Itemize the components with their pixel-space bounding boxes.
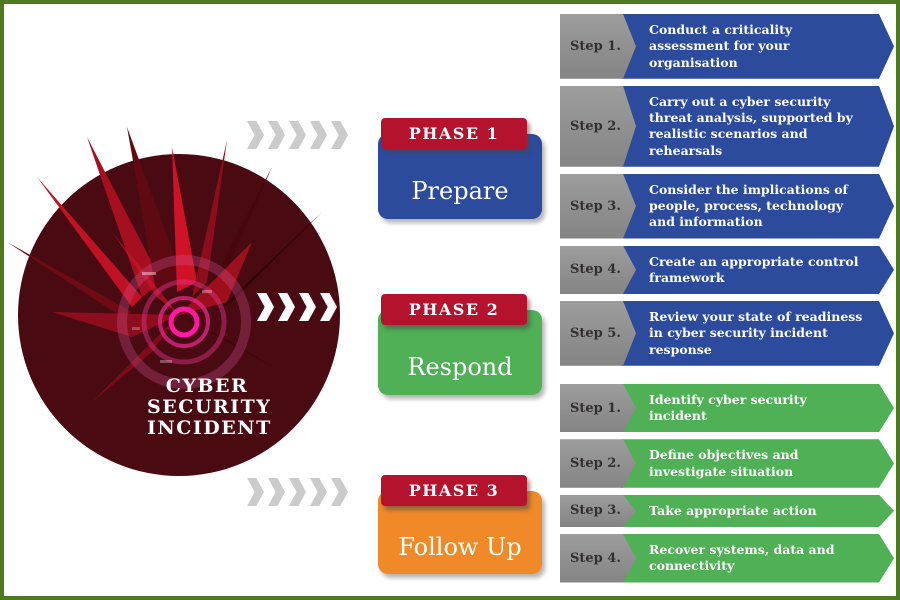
phase-3-name: Follow Up [398,532,522,561]
step-text: Create an appropriate control framework [621,246,894,295]
step-label: Step 5. [560,301,636,366]
step-text: Take appropriate action [621,495,894,527]
step-label: Step 3. [560,495,636,527]
chevron-icon [268,121,285,149]
chevron-icon [341,293,358,321]
incident-label: CYBER SECURITY INCIDENT [147,375,272,439]
phase-2-header: PHASE 2 [381,294,527,325]
step-label: Step 3. [560,174,636,239]
chevron-icon [247,121,264,149]
chevron-icon [278,293,295,321]
step-row: Step 1. Identify cyber security incident [560,384,894,433]
step-label: Step 2. [560,86,636,167]
phase-2-name: Respond [407,352,513,381]
step-label: Step 1. [560,14,636,79]
step-label: Step 2. [560,439,636,488]
step-text: Recover systems, data and connectivity [621,534,894,583]
step-text: Conduct a criticality assessment for you… [621,14,894,79]
incident-graphic [7,127,340,476]
chevron-icon [268,478,285,506]
chevron-flow-phase1-icon [247,121,348,149]
chevron-icon [310,121,327,149]
step-text: Define objectives and investigate situat… [621,439,894,488]
chevron-icon [299,293,316,321]
step-text: Identify cyber security incident [621,384,894,433]
step-row: Step 2. Carry out a cyber security threa… [560,86,894,167]
step-row: Step 4. Recover systems, data and connec… [560,534,894,583]
incident-label-line1: CYBER [165,375,249,397]
steps-column: Step 1. Conduct a criticality assessment… [560,14,894,600]
chevron-icon [257,293,274,321]
step-text: Review your state of readiness in cyber … [621,301,894,366]
chevron-icon [320,293,337,321]
chevron-icon [331,478,348,506]
chevron-icon [331,121,348,149]
phase-1-header: PHASE 1 [381,118,527,149]
step-text: Carry out a cyber security threat analys… [621,86,894,167]
incident-label-line3: INCIDENT [147,417,272,439]
chevron-icon [247,478,264,506]
chevron-icon [289,121,306,149]
step-label: Step 4. [560,246,636,295]
step-row: Step 3. Take appropriate action [560,495,894,527]
chevron-icon [289,478,306,506]
step-label: Step 1. [560,384,636,433]
phase-3-header: PHASE 3 [381,475,527,506]
incident-label-line2: SECURITY [147,396,272,418]
step-row: Step 2. Define objectives and investigat… [560,439,894,488]
chevron-flow-phase3-icon [247,478,348,506]
chevron-icon [310,478,327,506]
step-row: Step 5. Review your state of readiness i… [560,301,894,366]
step-row: Step 3. Consider the implications of peo… [560,174,894,239]
phase-1-name: Prepare [411,176,509,205]
step-row: Step 1. Conduct a criticality assessment… [560,14,894,79]
chevron-flow-phase2-icon [257,293,358,321]
step-row: Step 4. Create an appropriate control fr… [560,246,894,295]
step-text: Consider the implications of people, pro… [621,174,894,239]
step-label: Step 4. [560,534,636,583]
